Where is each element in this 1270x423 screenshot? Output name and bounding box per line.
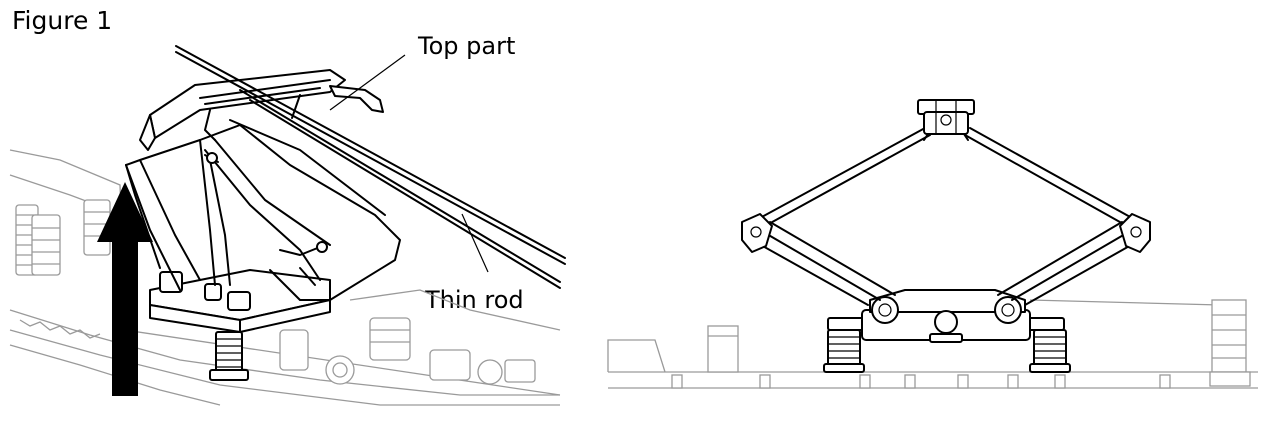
base-components-right bbox=[279, 289, 561, 385]
thin-rod-label: Thin rod bbox=[425, 286, 524, 314]
base-springs-left bbox=[15, 199, 111, 276]
leader-line-top-part bbox=[329, 54, 406, 111]
pantograph-base-frame-left bbox=[149, 269, 331, 381]
up-arrow bbox=[97, 182, 153, 396]
top-part-label: Top part bbox=[418, 32, 516, 60]
thin-rod bbox=[175, 45, 566, 289]
leader-line-thin-rod bbox=[461, 213, 489, 273]
pantograph-head-right bbox=[917, 99, 975, 141]
pantograph-base-right bbox=[823, 289, 1071, 373]
pantograph-arms-right bbox=[741, 127, 1151, 306]
locomotive-roof-right bbox=[607, 299, 1258, 389]
right-view-pantograph bbox=[607, 99, 1258, 389]
base-spring-right bbox=[1029, 329, 1071, 373]
pantograph-top-part bbox=[139, 69, 384, 151]
base-spring-left bbox=[823, 329, 865, 373]
figure-title: Figure 1 bbox=[12, 6, 113, 35]
left-view-pantograph bbox=[9, 45, 566, 406]
pantograph-arms-left bbox=[125, 119, 401, 301]
locomotive-base-left bbox=[9, 149, 561, 406]
